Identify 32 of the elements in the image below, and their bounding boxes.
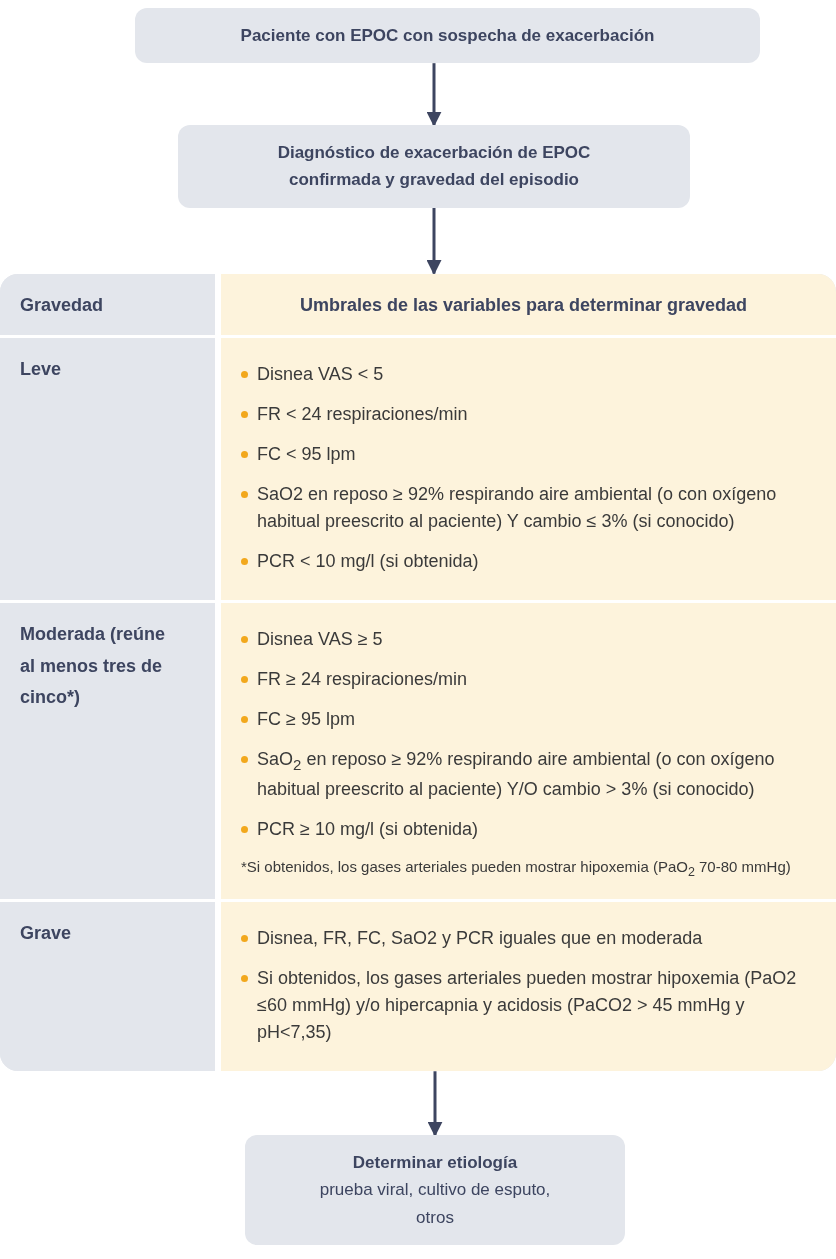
bullet-text: SaO$_{2}$ en reposo ≥ 92% respirando aire ambiental (o con oxígeno habitual preescrito al paciente) Y/O cambio > 3% (si conocido) [257,749,775,800]
footnote: *Si obtenidos, los gases arteriales pueden mostrar hipoxemia (PaO$_{2}$ 70-80 mmHg) [241,857,792,882]
process-box [245,1135,625,1245]
table-row [0,335,836,601]
box-subtitle: prueba viral, cultivo de esputo, otros [318,1179,552,1229]
box-title: Diagnóstico de exacerbación de EPOC confirmada y gravedad del episodio [276,142,592,192]
severity-label: Grave [20,922,73,946]
bullet-text: SaO2 en reposo ≥ 92% respirando aire ambiental (o con oxígeno habitual preescrito al paciente) Y cambio ≤ 3% (si conocido) [257,484,777,532]
box-title: Paciente con EPOC con sospecha de exacerbación [239,25,656,47]
box-title: Determinar etiología [351,1152,519,1175]
bullet-text: Si obtenidos, los gases arteriales pueden mostrar hipoxemia (PaO2 ≤60 mmHg) y/o hipercapnia y acidosis (PaCO2 > 45 mmHg y pH<7,35) [257,968,797,1043]
bullet-text: FR ≥ 24 respiraciones/min [257,669,467,690]
bullet-text: FC < 95 lpm [257,444,356,465]
process-box [178,125,690,208]
severity-label: Leve [20,358,63,382]
bullet-text: PCR ≥ 10 mg/l (si obtenida) [257,819,478,840]
process-box [135,8,760,64]
bullet-text: FR < 24 respiraciones/min [257,404,468,425]
bullet-text: FC ≥ 95 lpm [257,709,355,730]
column-header: Umbrales de las variables para determinar gravedad [298,293,749,317]
table-row [0,600,836,900]
severity-table [0,273,836,1072]
arrow [427,1071,443,1137]
bullet-text: Disnea VAS ≥ 5 [257,629,383,650]
arrow [426,207,442,276]
severity-label: Moderada (reúne al menos tres de cinco*) [20,623,167,710]
bullet-text: Disnea VAS < 5 [257,364,384,385]
bullet-text: Disnea, FR, FC, SaO2 y PCR iguales que en moderada [257,928,703,949]
table-row [0,899,836,1072]
bullet-text: PCR < 10 mg/l (si obtenida) [257,551,479,572]
arrow [426,63,442,127]
column-header: Gravedad [20,293,105,317]
